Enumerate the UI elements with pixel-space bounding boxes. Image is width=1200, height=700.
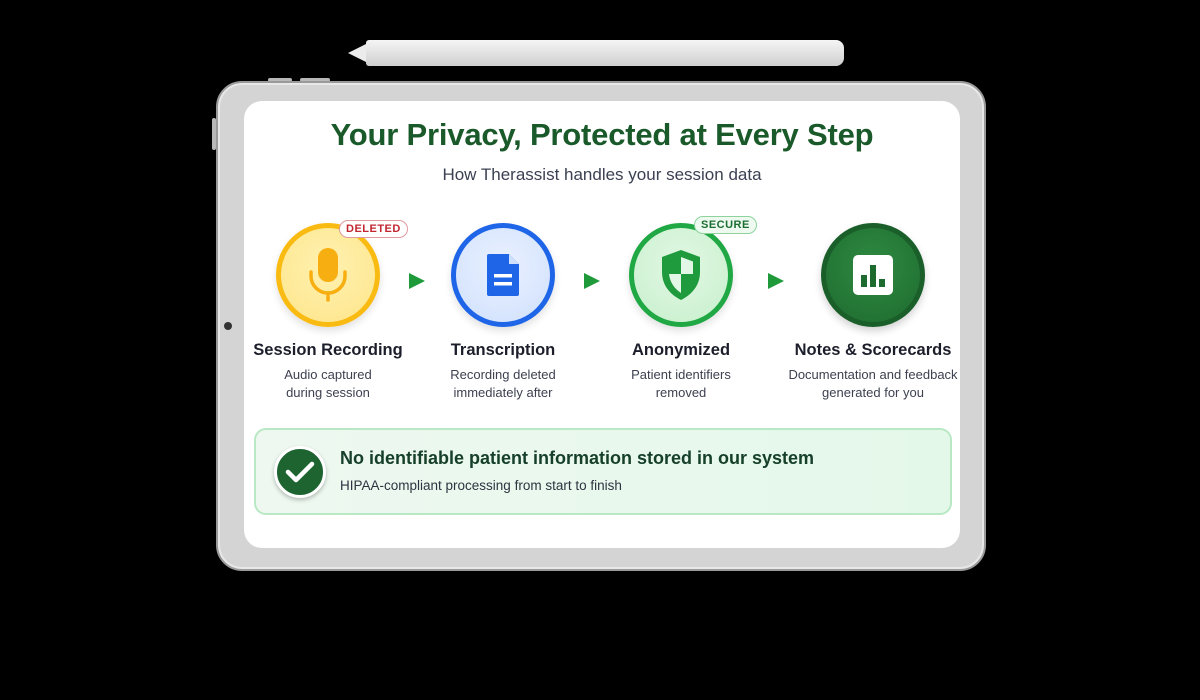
step-description: Recording deleted immediately after <box>408 366 598 402</box>
tablet-top-button <box>300 78 330 82</box>
step-title: Notes & Scorecards <box>794 341 952 359</box>
step-title: Anonymized <box>631 341 731 359</box>
stylus-pencil <box>348 40 844 66</box>
checkmark-icon <box>274 446 326 498</box>
bar-chart-icon <box>853 255 893 295</box>
arrow-right-icon <box>409 273 425 289</box>
step-notes-scorecards: Notes & Scorecards Documentation and fee… <box>778 223 960 402</box>
step-title: Session Recording <box>253 341 403 359</box>
banner-title: No identifiable patient information stor… <box>340 448 815 468</box>
tablet-top-button <box>268 78 292 82</box>
secure-badge: SECURE <box>694 216 757 234</box>
stylus-body <box>366 40 844 66</box>
step-anonymized: SECURE Anonymized Patient identifiers re… <box>586 216 776 402</box>
page-title: Your Privacy, Protected at Every Step <box>330 117 874 152</box>
shield-icon <box>662 250 700 300</box>
arrow-right-icon <box>768 273 784 289</box>
step-desc-line: Recording deleted <box>450 367 556 382</box>
step-description: Patient identifiers removed <box>586 366 776 402</box>
step-desc-line: Patient identifiers <box>631 367 731 382</box>
step-desc-line: generated for you <box>822 385 924 400</box>
step-description: Audio captured during session <box>244 366 423 402</box>
step-desc-line: Documentation and feedback <box>788 367 958 382</box>
step-icon-circle <box>451 223 555 327</box>
step-desc-line: Audio captured <box>284 367 372 382</box>
step-title: Transcription <box>450 341 556 359</box>
banner-subtitle: HIPAA-compliant processing from start to… <box>340 478 622 493</box>
step-desc-line: immediately after <box>453 385 553 400</box>
page-subtitle: How Therassist handles your session data <box>442 165 762 184</box>
privacy-banner: No identifiable patient information stor… <box>254 428 952 515</box>
step-transcription: Transcription Recording deleted immediat… <box>408 223 598 402</box>
step-session-recording: DELETED Session Recording Audio captured… <box>244 220 423 402</box>
camera-icon <box>224 322 232 330</box>
step-icon-circle: SECURE <box>629 216 757 327</box>
step-desc-line: removed <box>655 385 707 400</box>
step-icon-circle: DELETED <box>276 220 408 327</box>
deleted-badge: DELETED <box>339 220 408 238</box>
step-desc-line: during session <box>286 385 370 400</box>
step-description: Documentation and feedback generated for… <box>778 366 960 402</box>
stylus-tip <box>348 43 368 63</box>
microphone-icon <box>309 248 347 302</box>
tablet-side-button <box>212 118 216 150</box>
document-icon <box>487 254 519 296</box>
step-icon-circle <box>821 223 925 327</box>
arrow-right-icon <box>584 273 600 289</box>
tablet-screen: Your Privacy, Protected at Every Step Ho… <box>244 101 960 548</box>
